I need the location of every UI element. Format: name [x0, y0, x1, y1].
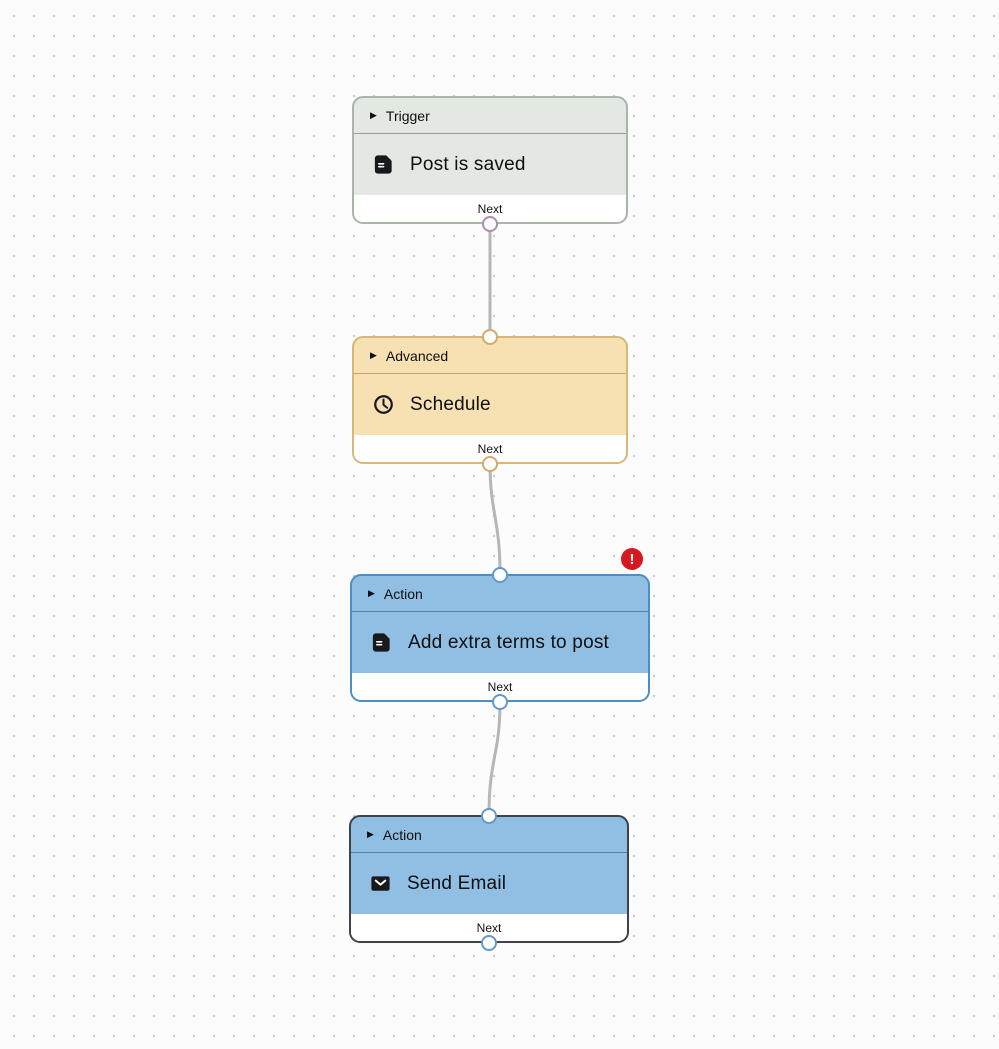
collapse-arrow-icon[interactable]: ▶: [368, 588, 375, 598]
node-action-add-extra-terms[interactable]: ▶ Action Add extra terms to post Next: [350, 566, 650, 710]
node-category-label: Action: [383, 585, 423, 602]
error-badge[interactable]: !: [621, 548, 643, 570]
node-advanced[interactable]: ▶ Advanced Schedule Next: [352, 328, 628, 472]
node-title: Add extra terms to post: [408, 631, 610, 653]
node-header[interactable]: ▶ Advanced: [354, 338, 626, 374]
output-port[interactable]: [492, 693, 508, 710]
connection-edge[interactable]: [487, 700, 502, 816]
output-port[interactable]: [482, 215, 498, 232]
connection-edge[interactable]: [488, 462, 502, 575]
node-body[interactable]: Send Email: [351, 853, 627, 914]
node-title: Send Email: [407, 872, 507, 894]
node-header[interactable]: ▶ Trigger: [354, 98, 626, 134]
node-body[interactable]: Schedule: [354, 374, 626, 435]
mail-icon: [369, 872, 392, 895]
output-port[interactable]: [482, 455, 498, 472]
collapse-arrow-icon[interactable]: ▶: [370, 350, 377, 360]
node-action-send-email[interactable]: ▶ Action Send Email Next: [349, 807, 629, 951]
node-category-label: Trigger: [385, 107, 430, 124]
node-category-label: Action: [382, 826, 422, 843]
node-category-label: Advanced: [385, 347, 449, 364]
next-label: Next: [477, 201, 503, 216]
input-port[interactable]: [481, 807, 497, 824]
node-title: Post is saved: [410, 153, 526, 175]
input-port[interactable]: [492, 566, 508, 583]
input-port[interactable]: [482, 328, 498, 345]
node-title: Schedule: [410, 393, 491, 415]
collapse-arrow-icon[interactable]: ▶: [367, 829, 374, 839]
document-icon: [370, 631, 393, 654]
node-body[interactable]: Post is saved: [354, 134, 626, 195]
node-body[interactable]: Add extra terms to post: [352, 612, 648, 673]
collapse-arrow-icon[interactable]: ▶: [370, 110, 377, 120]
next-label: Next: [487, 679, 513, 694]
node-header[interactable]: ▶ Action: [352, 576, 648, 612]
next-label: Next: [477, 441, 503, 456]
next-label: Next: [476, 920, 502, 935]
node-trigger[interactable]: ▶ Trigger Post is saved Next: [352, 96, 628, 232]
document-icon: [372, 153, 395, 176]
node-header[interactable]: ▶ Action: [351, 817, 627, 853]
clock-icon: [372, 393, 395, 416]
output-port[interactable]: [481, 934, 497, 951]
